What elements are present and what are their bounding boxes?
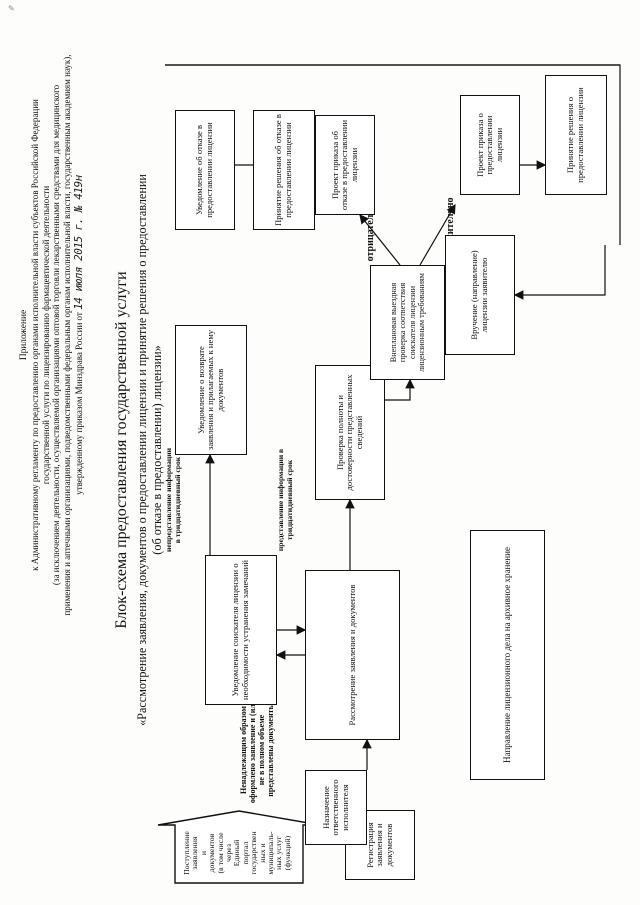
node-notify-refuse: Уведомление об отказе в предоставлении л… (175, 110, 235, 230)
label-improper-docs: Ненадлежащим образом оформлено заявление… (239, 696, 275, 804)
node-decide-grant: Принятие решения о предоставлении лиценз… (545, 75, 607, 195)
node-check-completeness: Проверка полноты и достоверности предста… (315, 365, 385, 500)
arrow-negative-branch (359, 214, 401, 266)
input-block-arrow (157, 810, 321, 884)
node-draft-grant: Проект приказа о предоставлении лицензии (460, 95, 520, 195)
scan-speck: ✎ (8, 4, 15, 13)
label-info-not-within-30: непредставление информации в тридцатидне… (164, 447, 182, 553)
node-decide-refuse: Принятие решения об отказе в предоставле… (253, 110, 315, 230)
node-notify-return: Уведомление о возврате заявления и прила… (175, 325, 247, 455)
node-deliver-license: Вручение (направление) лицензии заявител… (445, 235, 515, 355)
node-draft-refuse: Проект приказа об отказе в предоставлени… (315, 115, 375, 215)
node-archive: Направление лицензионного дела на архивн… (470, 530, 545, 780)
node-notify-fix: Уведомление соискателя лицензии о необхо… (205, 555, 277, 705)
rotated-flowchart-sheet: Приложение к Административному регламент… (15, 15, 625, 885)
arrow-positive-branch (419, 203, 456, 266)
node-assign-executor: Назначение ответственного исполнителя (305, 770, 367, 845)
input-arrow-text: Поступление заявления и документов (в то… (182, 825, 292, 881)
label-info-within-30: представление информации в тридцатидневн… (276, 448, 294, 552)
arrow-check-to-inspection (385, 378, 415, 401)
node-review-docs: Рассмотрение заявления и документов (305, 570, 400, 740)
node-unscheduled-inspection: Внеплановая выездная проверка соответств… (370, 265, 445, 380)
input-text-line: (функций) (282, 835, 292, 871)
arrow-decide-to-deliver (513, 245, 606, 300)
